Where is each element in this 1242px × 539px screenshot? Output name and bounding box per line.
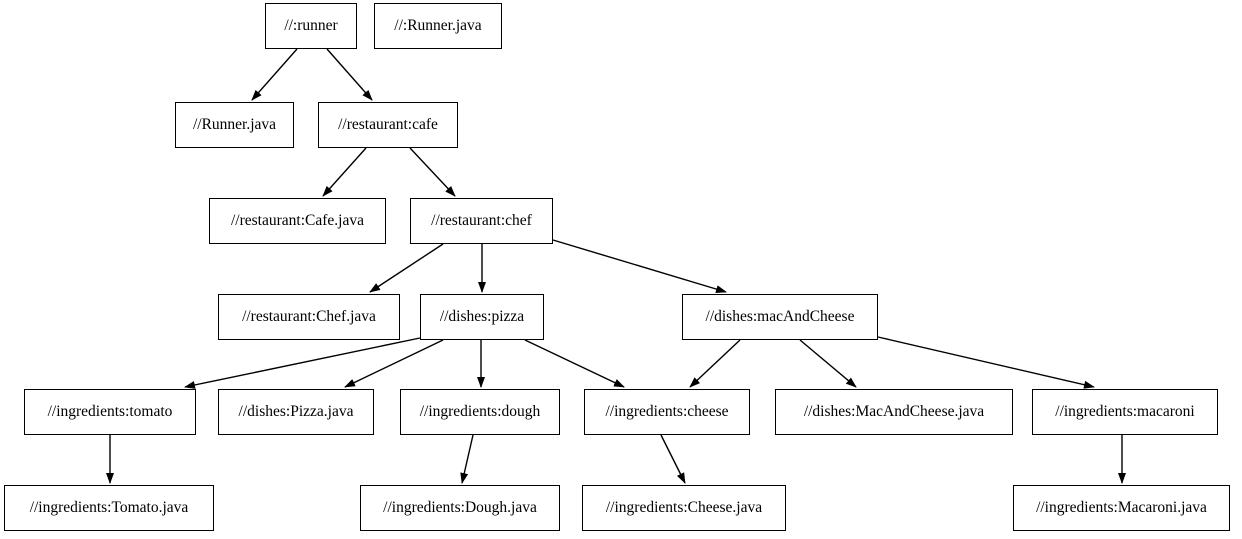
node-label: //restaurant:Cafe.java <box>231 212 364 230</box>
graph-node-dishes_pizza[interactable]: //dishes:pizza <box>420 294 544 340</box>
graph-node-ing_dough_java[interactable]: //ingredients:Dough.java <box>360 485 560 531</box>
node-label: //dishes:macAndCheese <box>705 308 855 326</box>
graph-node-runner_java_root[interactable]: //:Runner.java <box>374 3 502 49</box>
node-label: //ingredients:Macaroni.java <box>1036 499 1207 517</box>
node-label: //:runner <box>284 17 338 35</box>
node-label: //restaurant:chef <box>431 212 532 230</box>
node-label: //ingredients:macaroni <box>1055 403 1195 421</box>
graph-edge-runner-to-runner_java <box>251 48 298 101</box>
graph-edge-dishes_macandcheese-to-ing_cheese <box>689 339 741 388</box>
node-label: //Runner.java <box>192 116 277 134</box>
graph-edge-restaurant_cafe-to-restaurant_chef <box>409 147 456 197</box>
graph-node-restaurant_chef[interactable]: //restaurant:chef <box>410 198 553 244</box>
node-label: //restaurant:cafe <box>338 116 438 134</box>
node-label: //restaurant:Chef.java <box>242 308 376 326</box>
node-label: //ingredients:Tomato.java <box>29 499 189 517</box>
node-label: //dishes:Pizza.java <box>238 403 354 421</box>
graph-node-ing_cheese[interactable]: //ingredients:cheese <box>584 389 750 435</box>
node-label: //ingredients:tomato <box>47 403 173 421</box>
node-label: //dishes:pizza <box>439 308 525 326</box>
graph-edge-dishes_pizza-to-dishes_pizza_java <box>344 339 444 388</box>
graph-edge-dishes_pizza-to-ing_tomato <box>184 337 421 389</box>
graph-node-dishes_macandcheese[interactable]: //dishes:macAndCheese <box>682 294 878 340</box>
graph-edge-restaurant_cafe-to-restaurant_cafe_java <box>322 147 367 197</box>
graph-node-runner_java[interactable]: //Runner.java <box>175 102 294 148</box>
node-label: //ingredients:Cheese.java <box>605 499 763 517</box>
node-label: //ingredients:cheese <box>605 403 729 421</box>
graph-edge-dishes_macandcheese-to-ing_macaroni <box>877 336 1095 389</box>
graph-edge-dishes_macandcheese-to-dishes_macandcheese_java <box>799 339 857 388</box>
graph-edge-ing_dough-to-ing_dough_java <box>460 434 474 484</box>
graph-node-ing_tomato_java[interactable]: //ingredients:Tomato.java <box>4 485 214 531</box>
graph-node-runner[interactable]: //:runner <box>265 3 357 49</box>
graph-node-restaurant_cafe_java[interactable]: //restaurant:Cafe.java <box>209 198 386 244</box>
node-label: //ingredients:Dough.java <box>383 499 537 517</box>
graph-node-ing_macaroni[interactable]: //ingredients:macaroni <box>1032 389 1218 435</box>
graph-node-ing_dough[interactable]: //ingredients:dough <box>400 389 560 435</box>
node-label: //dishes:MacAndCheese.java <box>803 403 985 421</box>
graph-edge-dishes_pizza-to-ing_cheese <box>524 339 625 388</box>
graph-edge-restaurant_chef-to-dishes_macandcheese <box>552 239 727 293</box>
graph-edge-ing_cheese-to-ing_cheese_java <box>660 434 686 484</box>
node-label: //:Runner.java <box>394 17 482 35</box>
graph-edge-restaurant_chef-to-restaurant_chef_java <box>369 243 444 293</box>
graph-edge-runner-to-restaurant_cafe <box>326 48 373 101</box>
graph-node-ing_cheese_java[interactable]: //ingredients:Cheese.java <box>582 485 786 531</box>
graph-node-dishes_macandcheese_java[interactable]: //dishes:MacAndCheese.java <box>775 389 1013 435</box>
graph-node-restaurant_chef_java[interactable]: //restaurant:Chef.java <box>218 294 400 340</box>
node-label: //ingredients:dough <box>419 403 541 421</box>
graph-node-ing_macaroni_java[interactable]: //ingredients:Macaroni.java <box>1013 485 1230 531</box>
graph-node-restaurant_cafe[interactable]: //restaurant:cafe <box>318 102 458 148</box>
graph-node-ing_tomato[interactable]: //ingredients:tomato <box>24 389 196 435</box>
graph-node-dishes_pizza_java[interactable]: //dishes:Pizza.java <box>218 389 374 435</box>
